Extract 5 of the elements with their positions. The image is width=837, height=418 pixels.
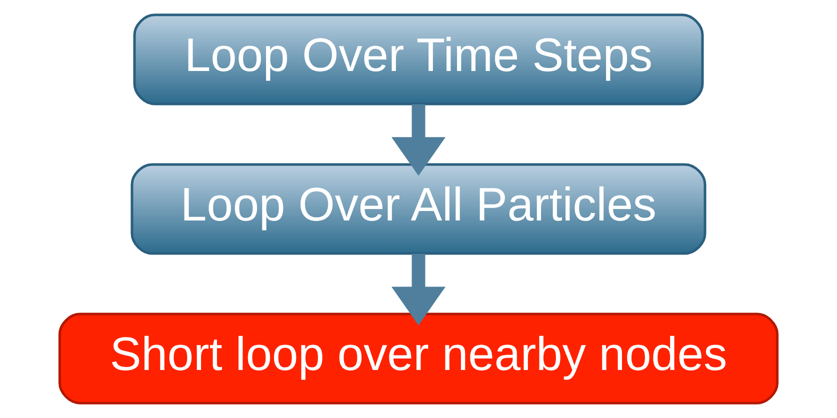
arrow bbox=[391, 254, 446, 326]
node-box: Loop Over All Particles bbox=[130, 163, 706, 255]
node-box: Short loop over nearby nodes bbox=[58, 312, 779, 404]
arrow bbox=[391, 104, 446, 176]
node-box: Loop Over Time Steps bbox=[133, 14, 704, 106]
